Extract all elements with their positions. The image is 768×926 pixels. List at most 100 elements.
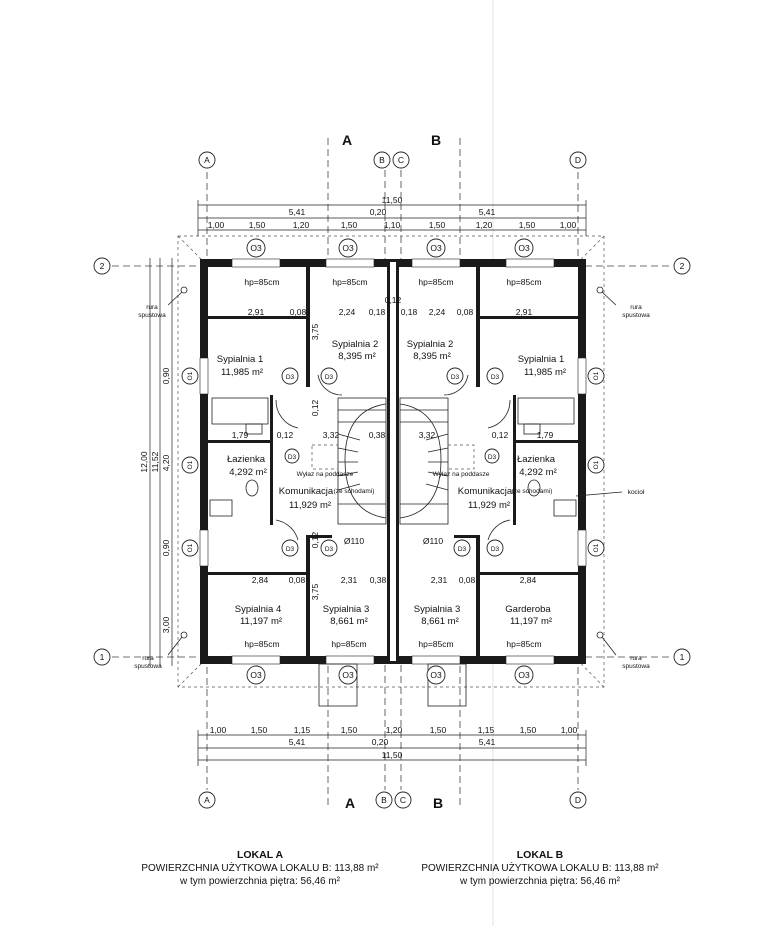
axis-bubble-1-left: 1 xyxy=(93,648,111,666)
svg-text:rura: rura xyxy=(630,304,642,311)
svg-text:0,08: 0,08 xyxy=(289,575,306,585)
dim-top-party: 0,20 xyxy=(370,207,387,217)
svg-text:Garderoba: Garderoba xyxy=(505,604,551,615)
dim-bottom-party: 0,20 xyxy=(372,737,389,747)
svg-text:B: B xyxy=(379,155,385,165)
svg-text:D3: D3 xyxy=(488,454,497,461)
svg-text:Komunikacja: Komunikacja xyxy=(458,486,513,497)
section-b-top: B xyxy=(431,132,441,148)
room-sypialnia-1-right: Sypialnia 1 11,985 m² xyxy=(518,354,566,378)
svg-text:spustowa: spustowa xyxy=(138,312,166,319)
room-komunikacja-left: Komunikacja (ze schodami) 11,929 m² xyxy=(279,486,375,511)
svg-text:0,90: 0,90 xyxy=(161,539,171,556)
room-lazienka-left: Łazienka 4,292 m² xyxy=(227,454,267,478)
svg-text:O3: O3 xyxy=(518,670,530,680)
svg-text:hp=85cm: hp=85cm xyxy=(506,639,541,649)
svg-text:2,31: 2,31 xyxy=(341,575,358,585)
axis-bubble-1-right: 1 xyxy=(673,648,691,666)
svg-text:A: A xyxy=(204,795,210,805)
note-boiler: kocioł xyxy=(575,489,645,497)
svg-text:rura: rura xyxy=(146,304,158,311)
svg-text:0,08: 0,08 xyxy=(459,575,476,585)
interior-dims-vertical: 3,75 0,12 3,75 0,12 0,12 xyxy=(310,295,402,600)
svg-text:1: 1 xyxy=(680,652,685,662)
note-rain-pipe-bottom-right: rura spustowa xyxy=(622,655,650,670)
svg-text:Komunikacja: Komunikacja xyxy=(279,486,334,497)
svg-text:0,38: 0,38 xyxy=(369,430,386,440)
svg-text:D: D xyxy=(575,155,581,165)
svg-text:2,24: 2,24 xyxy=(429,307,446,317)
svg-text:Sypialnia 3: Sypialnia 3 xyxy=(414,604,460,615)
window-tags-top: O3 O3 O3 O3 xyxy=(246,238,534,258)
svg-text:O1: O1 xyxy=(593,371,600,380)
svg-text:D3: D3 xyxy=(288,454,297,461)
svg-text:3,75: 3,75 xyxy=(310,583,320,600)
caption-lokal-b: LOKAL B POWIERZCHNIA UŻYTKOWA LOKALU B: … xyxy=(420,849,660,888)
axis-bubble-b-top: B xyxy=(373,151,391,169)
svg-text:D3: D3 xyxy=(325,374,334,381)
caption-title: LOKAL B xyxy=(516,849,564,861)
svg-text:A: A xyxy=(204,155,210,165)
svg-text:D3: D3 xyxy=(325,546,334,553)
svg-text:1,79: 1,79 xyxy=(232,430,249,440)
dimension-lines xyxy=(149,200,587,766)
svg-text:hp=85cm: hp=85cm xyxy=(418,277,453,287)
svg-text:(ze schodami): (ze schodami) xyxy=(334,488,375,495)
dim-bottom-half-right: 5,41 xyxy=(479,737,496,747)
svg-text:Sypialnia 1: Sypialnia 1 xyxy=(518,354,564,365)
svg-text:1,50: 1,50 xyxy=(249,220,266,230)
svg-text:1,00: 1,00 xyxy=(561,725,578,735)
hatch-label-right: Wyłaz na poddasze xyxy=(433,471,490,478)
svg-text:hp=85cm: hp=85cm xyxy=(332,277,367,287)
caption-lokal-a: LOKAL A POWIERZCHNIA UŻYTKOWA LOKALU B: … xyxy=(140,849,380,888)
svg-text:1,10: 1,10 xyxy=(384,220,401,230)
pipe-right: Ø110 xyxy=(423,536,443,546)
svg-text:O3: O3 xyxy=(430,670,442,680)
svg-text:rura: rura xyxy=(142,655,154,662)
dim-bottom-overall: 11,50 xyxy=(382,750,403,760)
axis-bubble-c-bottom: C xyxy=(394,791,412,809)
caption-floor-area: w tym powierzchnia piętra: 56,46 m² xyxy=(179,876,341,887)
svg-text:D3: D3 xyxy=(458,546,467,553)
svg-text:C: C xyxy=(400,795,406,805)
svg-text:(ze schodami): (ze schodami) xyxy=(512,488,553,495)
attic-hatch-left xyxy=(311,444,339,470)
hp-labels: hp=85cm hp=85cm hp=85cm hp=85cm hp=85cm … xyxy=(244,277,541,649)
svg-text:1: 1 xyxy=(100,652,105,662)
rain-pipes xyxy=(167,286,617,656)
stoop-left xyxy=(318,663,358,707)
svg-text:11,197 m²: 11,197 m² xyxy=(240,616,282,627)
svg-text:4,292 m²: 4,292 m² xyxy=(229,467,267,478)
interior-walls xyxy=(208,267,578,656)
svg-text:4,292 m²: 4,292 m² xyxy=(519,467,557,478)
svg-text:O3: O3 xyxy=(250,670,262,680)
axis-bubble-d-bottom: D xyxy=(569,791,587,809)
svg-text:2: 2 xyxy=(100,261,105,271)
svg-text:1,15: 1,15 xyxy=(294,725,311,735)
svg-text:11,197 m²: 11,197 m² xyxy=(510,616,552,627)
axis-bubble-d-top: D xyxy=(569,151,587,169)
interior-dims-mid: 1,79 0,12 3,32 0,38 3,32 0,12 1,79 xyxy=(232,430,554,440)
svg-text:0,18: 0,18 xyxy=(401,307,418,317)
svg-text:8,395 m²: 8,395 m² xyxy=(338,351,376,362)
room-sypialnia-2-right: Sypialnia 2 8,395 m² xyxy=(407,339,453,362)
svg-text:hp=85cm: hp=85cm xyxy=(244,639,279,649)
dim-bottom-half-left: 5,41 xyxy=(289,737,306,747)
note-rain-pipe-bottom-left: rura spustowa xyxy=(134,655,162,670)
svg-text:11,929 m²: 11,929 m² xyxy=(468,500,510,511)
svg-text:1,00: 1,00 xyxy=(560,220,577,230)
svg-text:4,20: 4,20 xyxy=(161,454,171,471)
svg-text:D3: D3 xyxy=(451,374,460,381)
svg-text:1,00: 1,00 xyxy=(208,220,225,230)
svg-text:2,31: 2,31 xyxy=(431,575,448,585)
svg-text:O1: O1 xyxy=(593,460,600,469)
bathroom-fixtures xyxy=(209,397,577,517)
pipe-left: Ø110 xyxy=(344,536,364,546)
caption-area: POWIERZCHNIA UŻYTKOWA LOKALU B: 113,88 m… xyxy=(141,863,379,874)
dim-top-half-left: 5,41 xyxy=(289,207,306,217)
room-sypialnia-1-left: Sypialnia 1 11,985 m² xyxy=(217,354,263,378)
svg-text:O1: O1 xyxy=(187,543,194,552)
svg-text:3,32: 3,32 xyxy=(323,430,340,440)
hatch-label-left: Wyłaz na poddasze xyxy=(297,471,354,478)
svg-text:Sypialnia 1: Sypialnia 1 xyxy=(217,354,263,365)
